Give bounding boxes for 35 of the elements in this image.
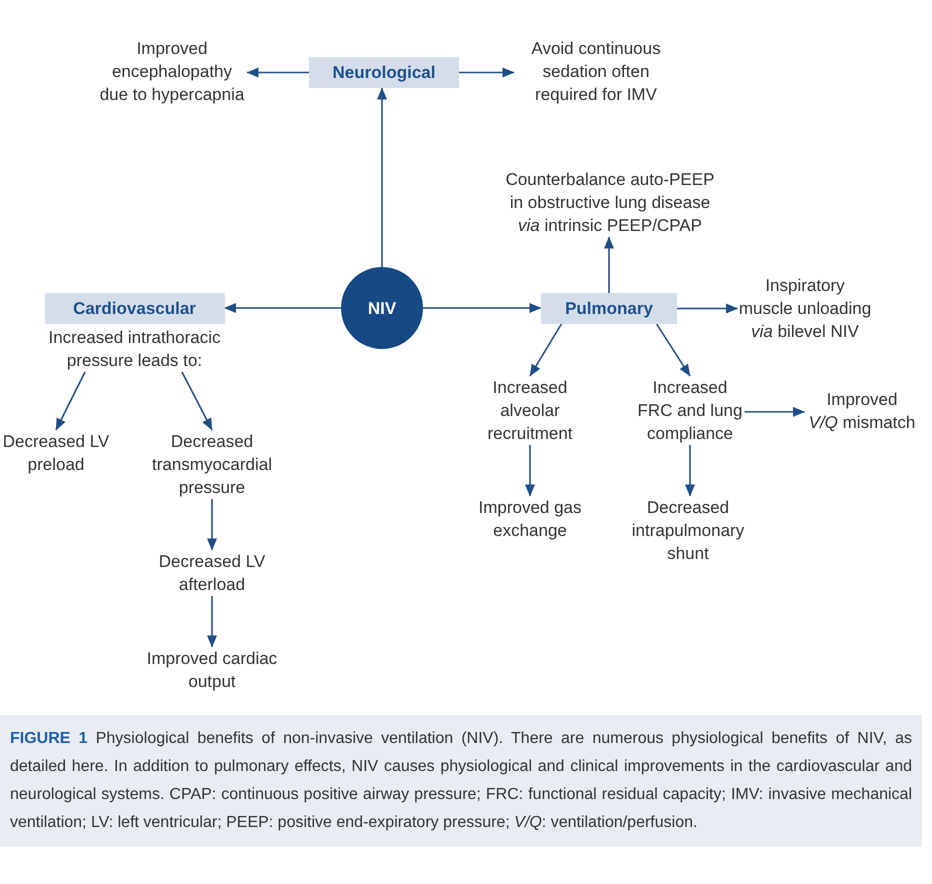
arrow xyxy=(224,303,341,313)
arrow xyxy=(529,324,562,376)
benefit-text: Improved V/Q mismatch xyxy=(804,388,920,434)
benefit-text: Decreased LV afterload xyxy=(152,550,272,596)
arrow xyxy=(677,304,738,314)
arrow xyxy=(377,88,387,267)
arrow xyxy=(744,406,805,417)
benefit-text: Counterbalance auto-PEEP in obstructive lung disease via intrinsic PEEP/CPAP xyxy=(502,168,718,237)
arrow xyxy=(423,303,542,313)
hub-circle: NIV xyxy=(341,267,423,349)
arrow xyxy=(656,324,691,376)
benefit-text: Improved cardiac output xyxy=(142,647,282,693)
category-box: Pulmonary xyxy=(541,293,677,324)
figure-caption: FIGURE 1 Physiological benefits of non-invasive ventilation (NIV). There are numerous physiological benefits of NIV, as detailed here. In addition to pulmonary effects, NIV causes physiological and clinical improvements in the cardiovascular and neurological systems. CPAP: continuous positive airway pressure; FRC: functional residual capacity; IMV: invasive mechanical ventilation; LV: left ventricular; PEEP: positive end-expiratory pressure; V/Q: ventilation/perfusion. xyxy=(0,715,922,847)
description-text: Increased intrathoracic pressure leads to: xyxy=(48,327,222,372)
category-box: Neurological xyxy=(309,57,459,88)
benefit-text: Decreased transmyocardial pressure xyxy=(144,430,280,499)
benefit-text: Improved gas exchange xyxy=(470,496,590,542)
category-box: Cardiovascular xyxy=(44,293,224,324)
arrow xyxy=(685,445,695,496)
arrow xyxy=(55,372,86,430)
arrow xyxy=(207,596,217,648)
benefit-text: Decreased intrapulmonary shunt xyxy=(623,496,753,565)
benefit-text: Inspiratory muscle unloading via bilevel NIV xyxy=(738,274,872,343)
arrow xyxy=(604,236,614,293)
arrow xyxy=(459,68,514,78)
arrow xyxy=(181,372,213,430)
arrow xyxy=(207,499,217,550)
benefit-text: Avoid continuous sedation often required for IMV xyxy=(514,37,678,106)
benefit-text: Decreased LV preload xyxy=(0,430,112,476)
arrow xyxy=(246,68,309,78)
arrow xyxy=(525,445,535,496)
benefit-text: Improved encephalopathy due to hypercapnia xyxy=(97,37,247,106)
benefit-text: Increased alveolar recruitment xyxy=(475,376,585,445)
benefit-text: Increased FRC and lung compliance xyxy=(636,376,744,445)
